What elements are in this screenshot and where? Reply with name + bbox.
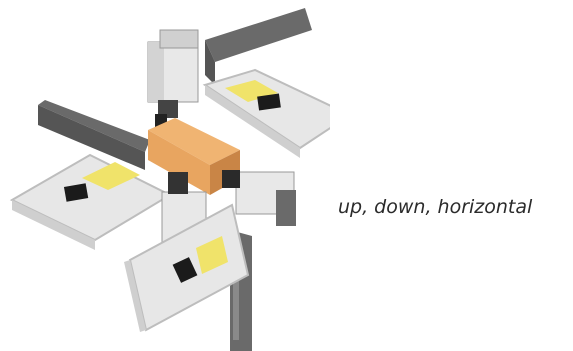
labeling-machine-illustration bbox=[0, 0, 330, 351]
left-plate bbox=[12, 155, 170, 240]
right-head-side bbox=[276, 190, 296, 226]
top-head-cap bbox=[160, 30, 198, 48]
caption-text: up, down, horizontal bbox=[338, 196, 532, 218]
top-bracket bbox=[205, 8, 312, 62]
middle-head-nozzle bbox=[168, 172, 188, 194]
right-head-nozzle bbox=[222, 170, 240, 188]
top-head-face bbox=[148, 42, 164, 102]
